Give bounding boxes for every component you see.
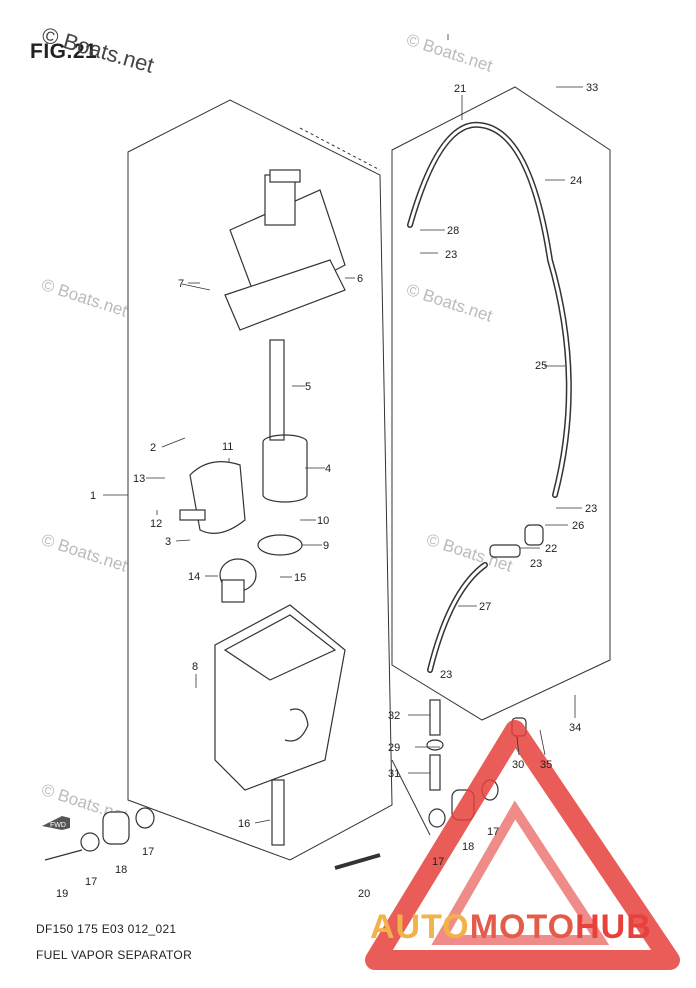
brand-part-auto: AUTO <box>370 908 470 946</box>
svg-text:FWD: FWD <box>50 822 66 829</box>
vapor-hoses <box>407 121 572 673</box>
callout-18: 18 <box>115 864 127 876</box>
callout-25: 25 <box>535 360 547 372</box>
callout-13: 13 <box>133 473 145 485</box>
callout-4: 4 <box>325 463 331 475</box>
callout-2: 2 <box>150 442 156 454</box>
callout-17: 17 <box>432 856 444 868</box>
diagram-name: FUEL VAPOR SEPARATOR <box>36 948 193 962</box>
callout-28: 28 <box>447 225 459 237</box>
callout-7: 7 <box>178 278 184 290</box>
pressure-regulator <box>219 558 257 603</box>
callout-19: 19 <box>56 888 68 900</box>
pump-bracket <box>179 461 246 534</box>
pump-seal-ring <box>257 534 303 556</box>
figure-title: FIG.21 <box>30 40 98 63</box>
callout-16: 16 <box>238 818 250 830</box>
assembly-frame-right <box>391 86 611 721</box>
brand-triangle-icon <box>365 720 680 970</box>
brand-part-hub: HUB <box>575 908 652 946</box>
callout-33: 33 <box>586 82 598 94</box>
callout-17: 17 <box>85 876 97 888</box>
callout-23: 23 <box>445 249 457 261</box>
callout-20: 20 <box>358 888 370 900</box>
brand-logo: AUTOMOTOHUB <box>370 908 652 947</box>
separator-cover <box>224 169 346 331</box>
callout-23: 23 <box>440 669 452 681</box>
callout-35: 35 <box>540 759 552 771</box>
callout-24: 24 <box>570 175 582 187</box>
callout-11: 11 <box>222 441 233 453</box>
callout-1: 1 <box>90 490 96 502</box>
callout-30: 30 <box>512 759 524 771</box>
callout-9: 9 <box>323 540 329 552</box>
diagram-code: DF150 175 E03 012_021 <box>36 922 177 936</box>
callout-6: 6 <box>357 273 363 285</box>
callout-17: 17 <box>142 846 154 858</box>
callout-26: 26 <box>572 520 584 532</box>
callout-3: 3 <box>165 536 171 548</box>
drain-pipe <box>271 779 285 846</box>
callout-32: 32 <box>388 710 400 722</box>
mount-grommets-left <box>44 807 155 861</box>
callout-27: 27 <box>479 601 491 613</box>
callout-18: 18 <box>462 841 474 853</box>
callout-8: 8 <box>192 661 198 673</box>
callout-15: 15 <box>294 572 306 584</box>
callout-5: 5 <box>305 381 311 393</box>
callout-22: 22 <box>545 543 557 555</box>
callout-23: 23 <box>585 503 597 515</box>
callout-12: 12 <box>150 518 162 530</box>
fuel-pump <box>262 339 308 503</box>
callout-14: 14 <box>188 571 200 583</box>
fwd-arrow-icon: FWD <box>42 816 70 830</box>
callout-34: 34 <box>569 722 581 734</box>
callout-23: 23 <box>530 558 542 570</box>
brand-part-moto: MOTO <box>469 908 576 946</box>
bolt-20 <box>334 853 381 870</box>
leader-line <box>391 759 431 836</box>
callout-29: 29 <box>388 742 400 754</box>
callout-10: 10 <box>317 515 329 527</box>
callout-labels: 1 2 3 4 5 6 7 8 9 10 11 12 13 14 15 16 1… <box>56 82 598 900</box>
callout-21: 21 <box>454 83 466 95</box>
leader-dashed <box>299 127 381 171</box>
assembly-frame-left <box>127 99 393 861</box>
callout-31: 31 <box>388 768 400 780</box>
separator-tank <box>214 604 346 791</box>
callout-17: 17 <box>487 826 499 838</box>
